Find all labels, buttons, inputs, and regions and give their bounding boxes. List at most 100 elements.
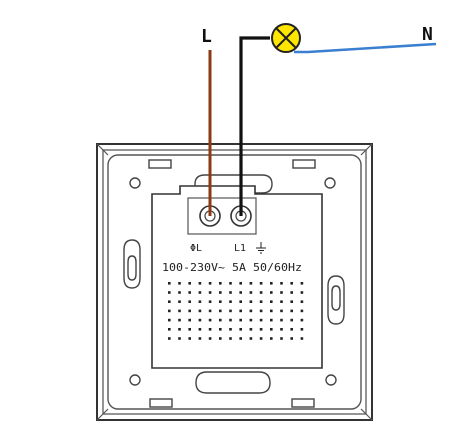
vent-dot bbox=[249, 300, 253, 303]
vent-dot bbox=[229, 337, 232, 340]
vent-dot bbox=[188, 318, 191, 322]
vent-dot bbox=[229, 282, 232, 285]
terminal-label-right: L1 bbox=[234, 243, 246, 254]
vent-dot bbox=[188, 291, 191, 294]
vent-dot bbox=[280, 337, 283, 340]
screw-hole-tr bbox=[324, 177, 336, 189]
vent-dot bbox=[188, 300, 191, 303]
vent-dot bbox=[188, 309, 191, 313]
vent-dot bbox=[300, 337, 304, 340]
vent-dot bbox=[249, 309, 253, 313]
vent-dot bbox=[178, 328, 181, 331]
vent-dot bbox=[249, 337, 253, 340]
vent-dot bbox=[178, 309, 181, 313]
vent-dot bbox=[229, 300, 232, 303]
vent-dot bbox=[259, 318, 263, 322]
vent-dot bbox=[168, 337, 171, 340]
vent-dot bbox=[270, 337, 273, 340]
screw-hole-bl bbox=[129, 374, 141, 386]
vent-dot bbox=[249, 291, 253, 294]
vent-dot bbox=[198, 282, 202, 285]
vent-dot bbox=[198, 328, 202, 331]
vent-dot bbox=[198, 309, 202, 313]
vent-dot bbox=[229, 328, 232, 331]
rating-text: 100-230V~ 5A 50/60Hz bbox=[162, 261, 302, 274]
vent-dot bbox=[219, 309, 222, 313]
vent-dot bbox=[259, 291, 263, 294]
screw-hole-br bbox=[325, 374, 337, 386]
vent-dot bbox=[219, 318, 222, 322]
vent-dot bbox=[270, 309, 273, 313]
vent-dot bbox=[270, 318, 273, 322]
vent-dot bbox=[178, 300, 181, 303]
vent-dot bbox=[219, 291, 222, 294]
lamp-icon bbox=[271, 23, 301, 53]
neutral-label: N bbox=[422, 24, 433, 45]
vent-dot bbox=[280, 309, 283, 313]
vent-dot bbox=[229, 291, 232, 294]
bottom-clip-right bbox=[291, 398, 315, 408]
vent-dot bbox=[229, 309, 232, 313]
vent-dot bbox=[188, 282, 191, 285]
vent-dot bbox=[239, 300, 242, 303]
vent-dot bbox=[178, 337, 181, 340]
vent-dot bbox=[259, 309, 263, 313]
vent-dot bbox=[249, 318, 253, 322]
vent-dot bbox=[198, 300, 202, 303]
vent-dot bbox=[239, 309, 242, 313]
vent-dot bbox=[280, 291, 283, 294]
top-mounting-slot bbox=[194, 174, 273, 194]
vent-dot bbox=[168, 309, 171, 313]
vent-dot bbox=[300, 291, 304, 294]
vent-dot bbox=[300, 318, 304, 322]
vent-dot bbox=[239, 337, 242, 340]
vent-dot bbox=[208, 291, 212, 294]
vent-dot bbox=[208, 300, 212, 303]
vent-dot bbox=[290, 328, 293, 331]
live-label: L bbox=[201, 26, 212, 47]
bottom-clip-left bbox=[149, 398, 173, 408]
vent-dot bbox=[270, 291, 273, 294]
vent-dot bbox=[249, 282, 253, 285]
vent-dot bbox=[290, 309, 293, 313]
vent-dot bbox=[168, 291, 171, 294]
vent-dot bbox=[239, 318, 242, 322]
vent-dot bbox=[259, 337, 263, 340]
vent-dot bbox=[259, 300, 263, 303]
vent-dot bbox=[188, 328, 191, 331]
vent-dot bbox=[270, 328, 273, 331]
vent-dot bbox=[249, 328, 253, 331]
ventilation-dots bbox=[168, 282, 304, 340]
vent-dot bbox=[178, 282, 181, 285]
vent-dot bbox=[280, 328, 283, 331]
switch-module bbox=[151, 185, 323, 369]
screw-hole-tl bbox=[129, 177, 141, 189]
vent-dot bbox=[300, 300, 304, 303]
vent-dot bbox=[229, 318, 232, 322]
ground-symbol-icon bbox=[256, 242, 266, 254]
vent-dot bbox=[239, 291, 242, 294]
vent-dot bbox=[168, 328, 171, 331]
vent-dot bbox=[280, 300, 283, 303]
vent-dot bbox=[280, 318, 283, 322]
vent-dot bbox=[208, 309, 212, 313]
vent-dot bbox=[300, 328, 304, 331]
terminal-label-left: ΦL bbox=[190, 243, 202, 254]
vent-dot bbox=[300, 282, 304, 285]
vent-dot bbox=[219, 328, 222, 331]
vent-dot bbox=[300, 309, 304, 313]
left-keyhole-slot bbox=[123, 239, 141, 289]
vent-dot bbox=[280, 282, 283, 285]
vent-dot bbox=[290, 318, 293, 322]
vent-dot bbox=[239, 282, 242, 285]
vent-dot bbox=[270, 282, 273, 285]
right-keyhole-slot bbox=[327, 275, 345, 325]
vent-dot bbox=[168, 318, 171, 322]
load-wire bbox=[239, 36, 270, 216]
vent-dot bbox=[198, 318, 202, 322]
vent-dot bbox=[208, 337, 212, 340]
vent-dot bbox=[208, 318, 212, 322]
vent-dot bbox=[290, 291, 293, 294]
